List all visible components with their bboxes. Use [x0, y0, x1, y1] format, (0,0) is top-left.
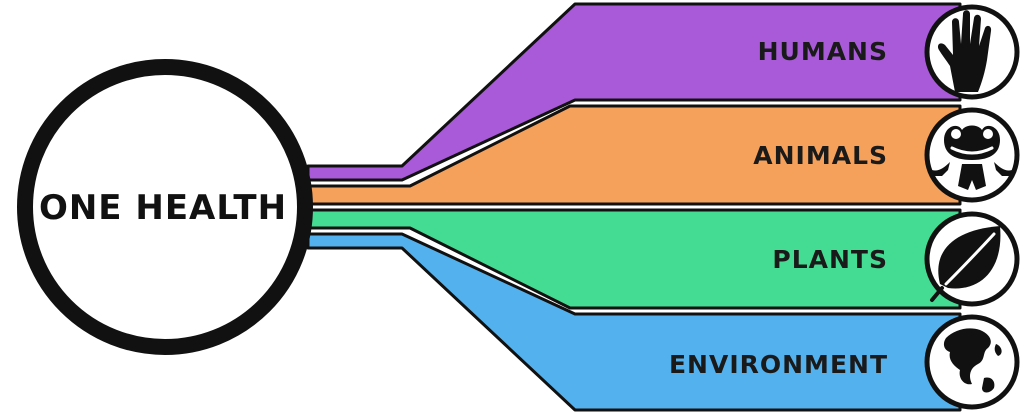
frog-icon — [924, 107, 1020, 203]
branch-humans — [306, 2, 962, 182]
branch-label-plants: PLANTS — [772, 245, 888, 274]
branch-label-environment: ENVIRONMENT — [669, 350, 888, 379]
branch-environment-ribbon — [306, 232, 962, 412]
hand-icon — [924, 4, 1020, 100]
globe-icon — [924, 314, 1020, 410]
branch-humans-ribbon — [306, 2, 962, 182]
leaf-icon — [924, 211, 1020, 307]
branch-environment — [306, 232, 962, 412]
branch-label-animals: ANIMALS — [753, 141, 888, 170]
hub: ONE HEALTH — [17, 59, 313, 355]
hub-title: ONE HEALTH — [39, 188, 287, 228]
hub-ring — [17, 59, 313, 355]
branch-label-humans: HUMANS — [758, 37, 888, 66]
